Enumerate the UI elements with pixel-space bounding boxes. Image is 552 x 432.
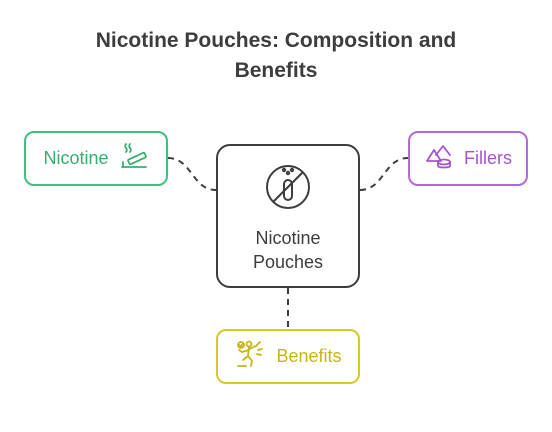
connector-fillers <box>359 157 409 191</box>
node-benefits-label: Benefits <box>276 346 342 366</box>
person-celebrating-icon <box>234 338 266 375</box>
no-vaping-icon <box>264 163 312 216</box>
node-nicotine-label: Nicotine <box>43 148 109 168</box>
node-benefits: Benefits <box>216 329 360 384</box>
node-nicotine: Nicotine <box>24 131 168 186</box>
node-nicotine-pouches-label: Nicotine Pouches <box>253 226 323 274</box>
diagram-title: Nicotine Pouches: Composition and Benefi… <box>0 26 552 86</box>
node-nicotine-pouches-label-line-2: Pouches <box>252 251 324 272</box>
node-nicotine-pouches-label-line-1: Nicotine <box>255 227 321 248</box>
node-nicotine-pouches: Nicotine Pouches <box>216 144 360 288</box>
shapes-icon <box>424 141 454 176</box>
connector-nicotine <box>167 157 217 191</box>
diagram-title-line-1: Nicotine Pouches: Composition and <box>95 29 457 52</box>
node-fillers-label: Fillers <box>464 148 512 168</box>
diagram-title-line-2: Benefits <box>234 59 318 82</box>
node-fillers: Fillers <box>408 131 528 186</box>
cigarette-icon <box>119 141 149 176</box>
